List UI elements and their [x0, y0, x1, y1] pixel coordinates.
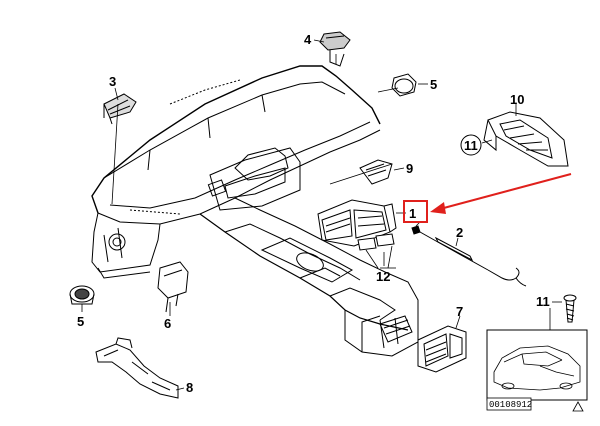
- label-part-11: 11: [536, 294, 550, 309]
- side-vent-part-10: [483, 111, 569, 167]
- label-part-11-circled: 11: [464, 138, 478, 153]
- label-part-6: 6: [164, 316, 171, 331]
- label-part-7: 9: [406, 161, 413, 176]
- highlight-arrow-line: [439, 173, 572, 210]
- highlight-annotation: [403, 173, 572, 223]
- label-part-3: 3: [109, 74, 116, 89]
- label-part-1: 1: [409, 206, 416, 221]
- label-part-10: 10: [510, 92, 524, 107]
- bracket-part-6: [157, 261, 189, 313]
- rear-vent-part-8: [417, 325, 467, 373]
- warning-triangle-icon: [572, 401, 584, 412]
- highlight-box: [403, 200, 428, 223]
- label-part-5-top: 5: [430, 77, 437, 92]
- leader-lines: [81, 39, 562, 391]
- drawing-number: 00108912: [489, 400, 532, 410]
- vehicle-inset: 00108912: [486, 329, 588, 412]
- vent-grille-part-7: [359, 159, 393, 185]
- grommet-part-5-bottom: [69, 285, 95, 305]
- label-part-9: 8: [186, 380, 193, 395]
- dash-clip-part-4: [319, 31, 351, 67]
- left-vent-insert-part-3: [103, 93, 137, 125]
- label-part-4: 4: [304, 32, 312, 47]
- label-part-8: 7: [456, 304, 463, 319]
- air-duct-part-9: [95, 337, 179, 399]
- dashboard-illustration: [91, 65, 419, 357]
- label-part-2: 2: [456, 225, 463, 240]
- label-part-12: 12: [376, 269, 390, 284]
- bowden-cable-part-2: [411, 225, 527, 287]
- label-part-5-bottom: 5: [77, 314, 84, 329]
- center-air-vent-part-1: [317, 199, 397, 247]
- part-11-circle: [460, 134, 482, 156]
- part-labels: 3 4 5 10 11 9 1 2 12 7 5 6 8 11: [77, 32, 550, 395]
- grommet-part-5-top: [391, 73, 417, 97]
- vent-flaps-part-12: [357, 233, 395, 251]
- highlight-arrow-head-icon: [430, 202, 446, 214]
- screw-part-11: [563, 294, 577, 323]
